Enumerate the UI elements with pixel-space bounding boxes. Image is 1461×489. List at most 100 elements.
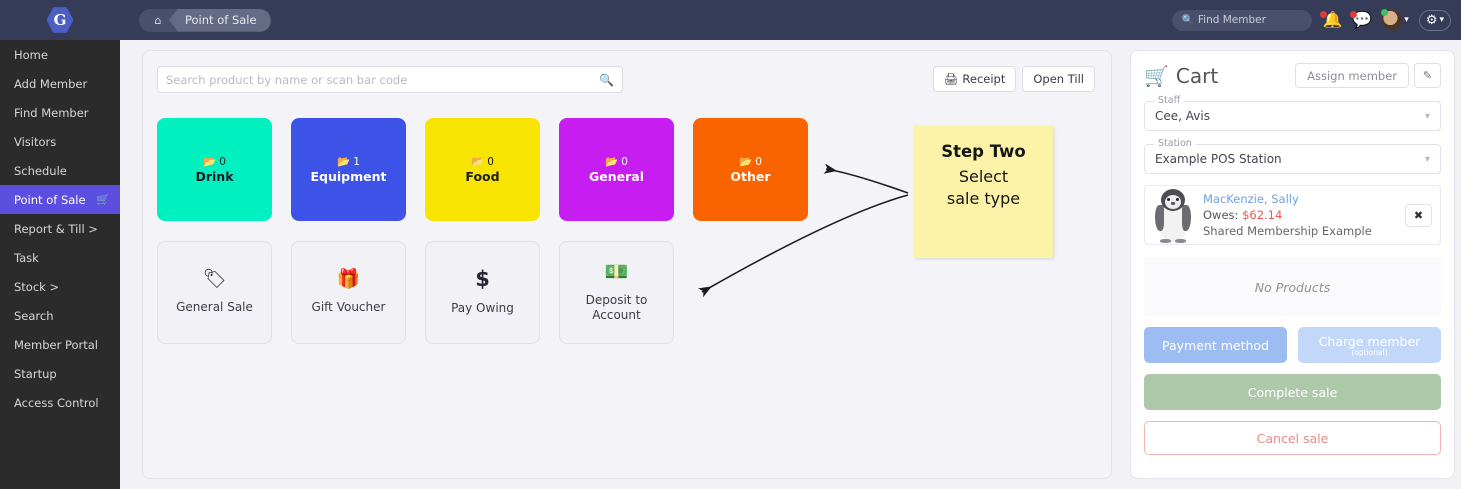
remove-member-button[interactable]: ✖ bbox=[1405, 203, 1432, 227]
category-label: General bbox=[589, 169, 644, 184]
home-icon[interactable]: ⌂ bbox=[154, 13, 162, 27]
tag-icon: 🏷 bbox=[202, 268, 227, 290]
sidebar-item-label: Member Portal bbox=[14, 337, 98, 352]
member-owes-label: Owes: bbox=[1203, 208, 1239, 222]
product-search-input[interactable]: Search product by name or scan bar code … bbox=[157, 66, 623, 93]
sale-type-pay-owing[interactable]: $ Pay Owing bbox=[425, 241, 540, 344]
product-search-row: Search product by name or scan bar code … bbox=[157, 66, 623, 93]
cart-title-label: Cart bbox=[1175, 63, 1219, 88]
category-count-value: 0 bbox=[621, 155, 628, 168]
chevron-down-icon: ▾ bbox=[1424, 153, 1430, 165]
category-tiles: 📂 0 Drink 📂 1 Equipment 📂 0 Food bbox=[157, 118, 808, 221]
sale-type-label: General Sale bbox=[176, 300, 253, 314]
banknote-icon: 💵 bbox=[604, 260, 629, 283]
payment-method-button[interactable]: Payment method bbox=[1144, 327, 1287, 363]
cart-empty-message: No Products bbox=[1144, 258, 1441, 316]
category-tile-other[interactable]: 📂 0 Other bbox=[693, 118, 808, 221]
sidebar-item-label: Report & Till > bbox=[14, 221, 98, 236]
charge-member-sublabel: (optional) bbox=[1351, 347, 1388, 357]
chevron-down-icon: ▾ bbox=[1424, 110, 1430, 122]
assign-member-button[interactable]: Assign member bbox=[1295, 63, 1409, 88]
settings-menu-button[interactable]: ⚙ ▾ bbox=[1418, 9, 1451, 31]
category-count: 📂 0 bbox=[471, 155, 494, 169]
gift-icon: 🎁 bbox=[336, 268, 361, 290]
sale-type-label: Gift Voucher bbox=[311, 300, 386, 314]
search-icon[interactable]: 🔍 bbox=[599, 72, 614, 87]
receipt-button-label: Receipt bbox=[962, 72, 1006, 86]
member-membership: Shared Membership Example bbox=[1203, 224, 1372, 238]
bell-badge-dot bbox=[1320, 11, 1328, 18]
charge-member-button[interactable]: Charge member (optional) bbox=[1298, 327, 1441, 363]
folder-icon: 📂 bbox=[337, 156, 351, 168]
cancel-sale-button[interactable]: Cancel sale bbox=[1144, 421, 1441, 455]
gear-icon: ⚙ bbox=[1425, 12, 1438, 28]
sidebar-item-member-portal[interactable]: Member Portal bbox=[0, 330, 120, 359]
folder-icon: 📂 bbox=[471, 156, 485, 168]
sidebar-item-report-till[interactable]: Report & Till > bbox=[0, 214, 120, 243]
category-tile-drink[interactable]: 📂 0 Drink bbox=[157, 118, 272, 221]
category-count: 📂 0 bbox=[203, 155, 226, 169]
search-icon: 🔍 bbox=[1181, 14, 1194, 26]
open-till-button[interactable]: Open Till bbox=[1022, 66, 1095, 92]
bell-icon[interactable]: 🔔 bbox=[1320, 10, 1343, 29]
chat-icon[interactable]: 💬 bbox=[1350, 10, 1373, 29]
sidebar-item-point-of-sale[interactable]: Point of Sale 🛒 bbox=[0, 185, 120, 214]
avatar bbox=[1381, 9, 1403, 30]
chevron-down-icon: ▾ bbox=[1404, 15, 1409, 25]
sidebar-item-task[interactable]: Task bbox=[0, 243, 120, 272]
category-label: Drink bbox=[195, 169, 234, 184]
cart-icon: 🛒 bbox=[96, 193, 110, 206]
close-icon: ✖ bbox=[1413, 208, 1424, 222]
sale-type-label: Pay Owing bbox=[451, 301, 514, 315]
cart-member-row: MacKenzie, Sally Owes: $62.14 Shared Mem… bbox=[1144, 185, 1441, 245]
sidebar-item-search[interactable]: Search bbox=[0, 301, 120, 330]
penguin-foot-left bbox=[1160, 239, 1171, 243]
member-name-link[interactable]: MacKenzie, Sally bbox=[1203, 192, 1299, 206]
cancel-sale-label: Cancel sale bbox=[1256, 430, 1329, 446]
complete-sale-button[interactable]: Complete sale bbox=[1144, 374, 1441, 410]
category-tile-general[interactable]: 📂 0 General bbox=[559, 118, 674, 221]
sale-type-gift-voucher[interactable]: 🎁 Gift Voucher bbox=[291, 241, 406, 344]
category-count-value: 1 bbox=[353, 155, 360, 168]
app-logo[interactable]: G bbox=[0, 7, 120, 34]
category-count: 📂 0 bbox=[739, 155, 762, 169]
sidebar-item-home[interactable]: Home bbox=[0, 40, 120, 69]
cart-icon: 🛒 bbox=[1144, 63, 1169, 88]
category-count-value: 0 bbox=[219, 155, 226, 168]
station-select-value: Example POS Station bbox=[1155, 152, 1282, 166]
sidebar-item-access-control[interactable]: Access Control bbox=[0, 388, 120, 417]
sale-type-deposit-to-account[interactable]: 💵 Deposit to Account bbox=[559, 241, 674, 344]
assign-member-label: Assign member bbox=[1307, 68, 1397, 83]
dollar-icon: $ bbox=[475, 267, 490, 291]
category-count: 📂 1 bbox=[337, 155, 360, 169]
sidebar-item-add-member[interactable]: Add Member bbox=[0, 69, 120, 98]
penguin-foot-right bbox=[1175, 239, 1186, 243]
sale-type-general-sale[interactable]: 🏷 General Sale bbox=[157, 241, 272, 344]
penguin-avatar bbox=[1153, 187, 1193, 243]
category-tile-equipment[interactable]: 📂 1 Equipment bbox=[291, 118, 406, 221]
sidebar-item-label: Stock > bbox=[14, 279, 60, 294]
breadcrumb: ⌂ Point of Sale bbox=[139, 8, 271, 32]
user-avatar-menu[interactable]: ▾ bbox=[1381, 9, 1409, 30]
category-label: Food bbox=[465, 169, 500, 184]
find-member-input[interactable]: 🔍 Find Member bbox=[1172, 9, 1313, 31]
pencil-icon[interactable]: ✎ bbox=[1414, 63, 1441, 88]
category-tile-food[interactable]: 📂 0 Food bbox=[425, 118, 540, 221]
sidebar-item-startup[interactable]: Startup bbox=[0, 359, 120, 388]
penguin-wing-right bbox=[1182, 205, 1191, 231]
pos-main-panel: Search product by name or scan bar code … bbox=[142, 50, 1112, 479]
sidebar-item-find-member[interactable]: Find Member bbox=[0, 98, 120, 127]
chat-badge-dot bbox=[1350, 11, 1358, 18]
online-status-dot bbox=[1381, 9, 1389, 16]
top-bar: G ⌂ Point of Sale 🔍 Find Member 🔔 💬 ▾ ⚙ … bbox=[0, 0, 1461, 40]
sidebar-item-label: Startup bbox=[14, 366, 57, 381]
breadcrumb-current[interactable]: Point of Sale bbox=[169, 8, 271, 32]
sidebar-item-stock[interactable]: Stock > bbox=[0, 272, 120, 301]
staff-select[interactable]: Staff Cee, Avis ▾ bbox=[1144, 95, 1441, 131]
sidebar-item-schedule[interactable]: Schedule bbox=[0, 156, 120, 185]
sidebar-item-label: Point of Sale bbox=[14, 192, 86, 207]
receipt-button[interactable]: 🖨 Receipt bbox=[932, 66, 1017, 92]
station-select[interactable]: Station Example POS Station ▾ bbox=[1144, 138, 1441, 174]
sidebar-item-visitors[interactable]: Visitors bbox=[0, 127, 120, 156]
